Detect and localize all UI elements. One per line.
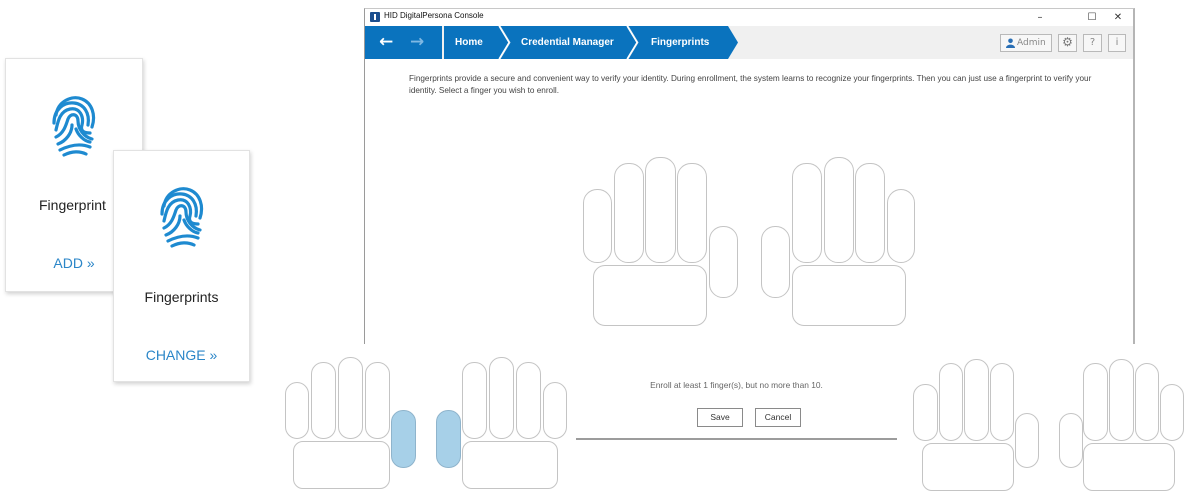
fingerprint-change-card[interactable]: Fingerprints CHANGE »	[113, 150, 250, 382]
finger-right-thumb[interactable]	[1059, 413, 1083, 468]
finger-left-index[interactable]	[365, 362, 390, 439]
user-name: Admin	[1017, 38, 1046, 48]
finger-left-index[interactable]	[677, 163, 707, 263]
save-button[interactable]: Save	[697, 408, 743, 427]
breadcrumb-label: Credential Manager	[521, 37, 614, 48]
finger-right-index[interactable]	[792, 163, 822, 263]
finger-right-pinky[interactable]	[1160, 384, 1184, 441]
finger-left-thumb-enrolled[interactable]	[391, 410, 416, 468]
finger-left-pinky[interactable]	[913, 384, 938, 441]
fingerprint-icon	[52, 96, 96, 157]
breadcrumb-end-arrow-icon	[727, 26, 738, 59]
user-icon	[1006, 38, 1015, 48]
card-title: Fingerprints	[144, 289, 219, 305]
change-fingerprint-link[interactable]: CHANGE »	[145, 347, 218, 363]
breadcrumb-fingerprints[interactable]: Fingerprints	[639, 26, 728, 59]
info-button[interactable]: i	[1108, 34, 1126, 52]
finger-left-ring[interactable]	[614, 163, 644, 263]
finger-left-pinky[interactable]	[583, 189, 612, 263]
finger-right-thumb[interactable]	[761, 226, 790, 298]
cancel-button[interactable]: Cancel	[755, 408, 801, 427]
breadcrumb-label: Fingerprints	[651, 37, 710, 48]
minimize-button[interactable]: –	[1037, 12, 1043, 23]
settings-button[interactable]: ⚙	[1058, 34, 1077, 52]
divider	[576, 438, 897, 440]
close-button[interactable]: ✕	[1113, 12, 1123, 23]
card-title: Fingerprint	[39, 197, 106, 213]
finger-right-index[interactable]	[1083, 363, 1108, 441]
admin-user-button[interactable]: Admin	[1000, 34, 1052, 52]
breadcrumb-chevron-icon	[497, 26, 511, 59]
finger-right-pinky[interactable]	[887, 189, 915, 263]
finger-right-middle[interactable]	[1109, 359, 1134, 441]
finger-left-middle[interactable]	[645, 157, 676, 263]
navigation-bar: ← → Home Credential Manager	[365, 26, 1133, 59]
palm-left	[922, 443, 1014, 491]
palm-right	[1083, 443, 1175, 491]
finger-left-pinky[interactable]	[285, 382, 309, 439]
fingerprint-icon	[159, 187, 203, 248]
finger-left-thumb[interactable]	[1015, 413, 1039, 468]
palm-left	[293, 441, 390, 489]
finger-right-pinky[interactable]	[543, 382, 567, 439]
info-icon: i	[1115, 37, 1119, 48]
palm-right	[792, 265, 906, 326]
finger-right-middle[interactable]	[824, 157, 854, 263]
finger-right-middle[interactable]	[489, 357, 514, 439]
forward-arrow-icon[interactable]: →	[410, 32, 425, 52]
console-window: HID DigitalPersona Console – ☐ ✕ ← → Hom…	[364, 8, 1135, 344]
intro-text: Fingerprints provide a secure and conven…	[409, 74, 1092, 95]
window-title: HID DigitalPersona Console	[384, 11, 484, 20]
finger-left-ring[interactable]	[311, 362, 336, 439]
finger-right-thumb-enrolled[interactable]	[436, 410, 461, 468]
breadcrumb-home[interactable]: Home	[444, 26, 499, 59]
palm-right	[462, 441, 558, 489]
history-nav: ← →	[365, 26, 442, 59]
title-bar: HID DigitalPersona Console – ☐ ✕	[365, 9, 1133, 26]
finger-left-thumb[interactable]	[709, 226, 738, 298]
finger-left-ring[interactable]	[939, 363, 963, 441]
gear-icon: ⚙	[1062, 35, 1073, 49]
palm-left	[593, 265, 707, 326]
add-fingerprint-link[interactable]: ADD »	[53, 255, 95, 271]
help-button[interactable]: ?	[1083, 34, 1102, 52]
breadcrumb-chevron-icon	[625, 26, 639, 59]
app-logo-icon	[370, 12, 380, 22]
finger-right-index[interactable]	[462, 362, 487, 439]
finger-left-middle[interactable]	[964, 359, 989, 441]
maximize-button[interactable]: ☐	[1087, 12, 1097, 23]
finger-right-ring[interactable]	[1135, 363, 1159, 441]
finger-left-index[interactable]	[990, 363, 1014, 441]
back-arrow-icon[interactable]: ←	[379, 32, 394, 52]
breadcrumb-label: Home	[455, 37, 483, 48]
help-icon: ?	[1089, 37, 1096, 48]
finger-left-middle[interactable]	[338, 357, 363, 439]
finger-right-ring[interactable]	[516, 362, 541, 439]
finger-right-ring[interactable]	[855, 163, 885, 263]
breadcrumb-credential-manager[interactable]: Credential Manager	[511, 26, 626, 59]
enroll-hint-text: Enroll at least 1 finger(s), but no more…	[650, 380, 823, 390]
